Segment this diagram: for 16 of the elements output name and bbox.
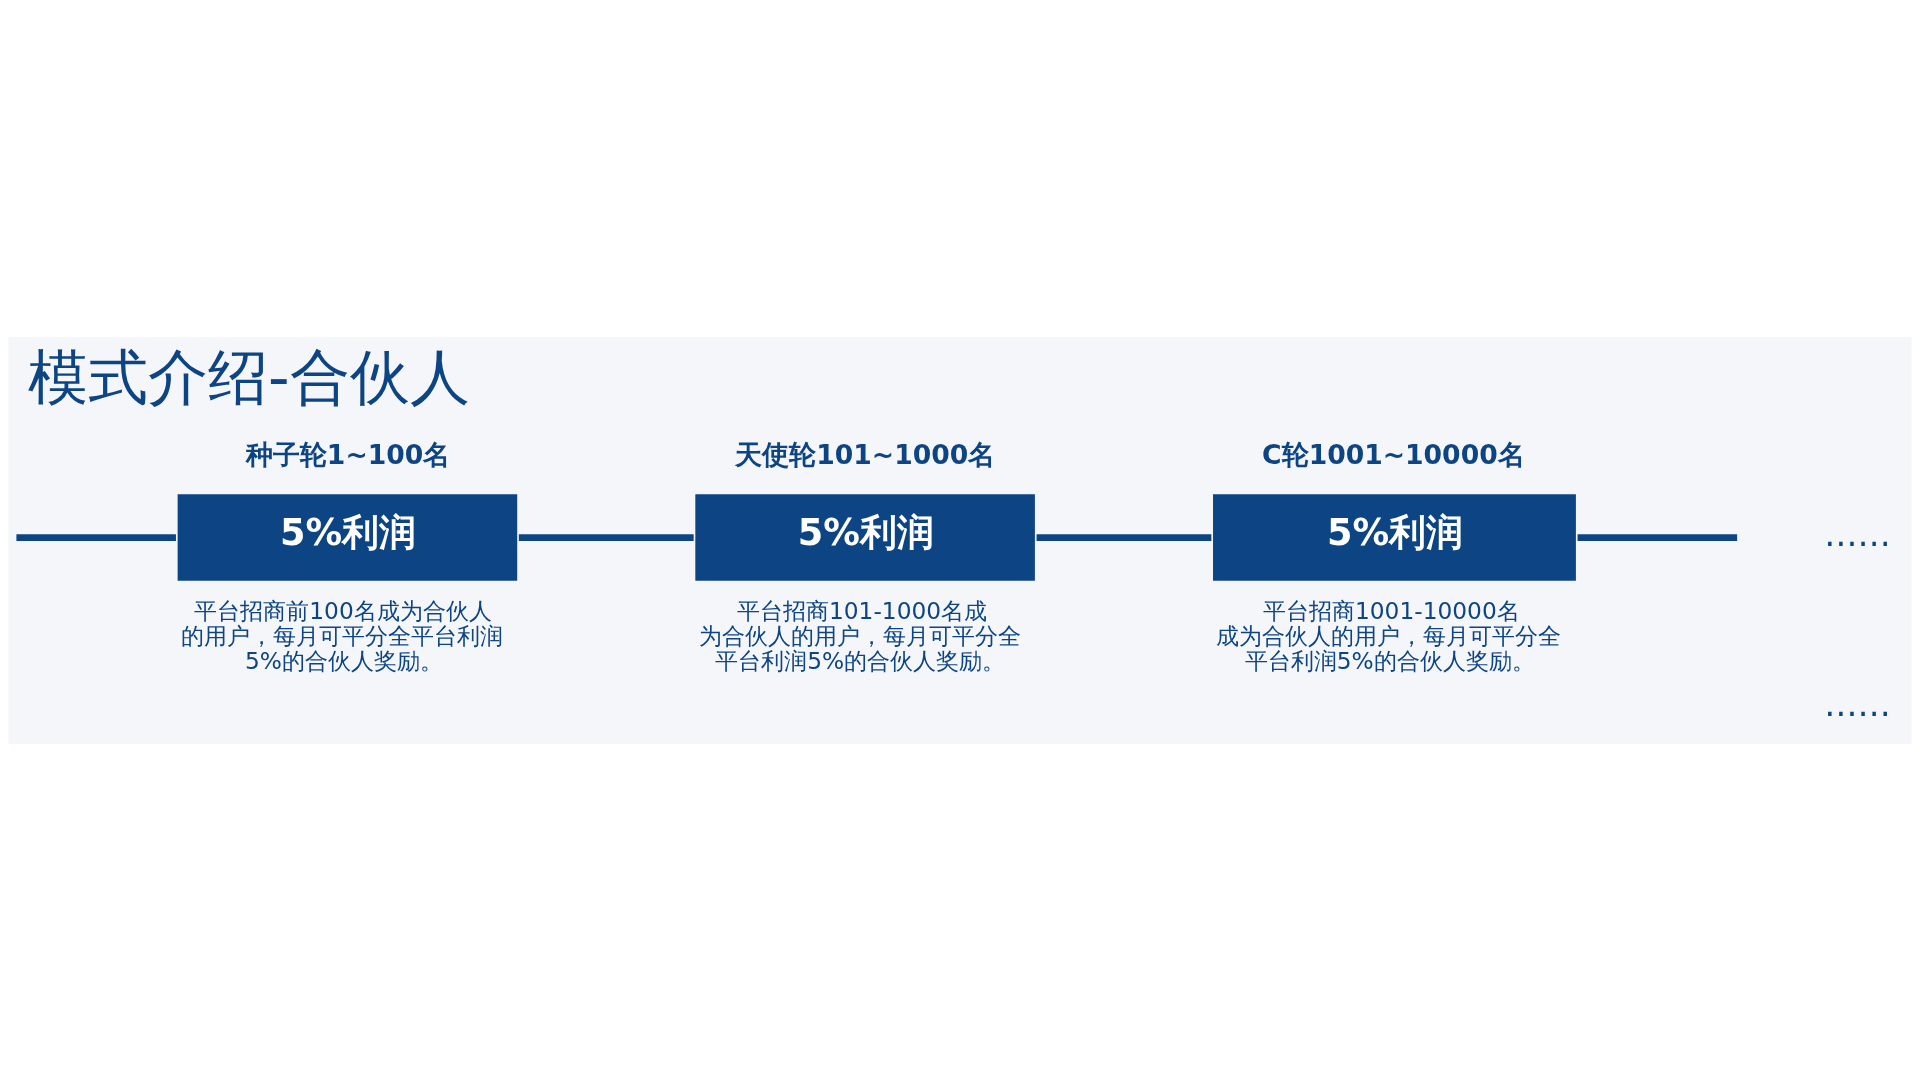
node-label: 种子轮1~100名 bbox=[245, 438, 451, 470]
node-label: 天使轮101~1000名 bbox=[735, 438, 996, 470]
connector bbox=[16, 533, 176, 541]
connector bbox=[1577, 533, 1738, 541]
node-label: 平台招商1001-10000名成为合伙人的用户，每月可平分全平台利润5%的合伙人奖励。 bbox=[1216, 596, 1562, 674]
label: …… bbox=[1824, 684, 1891, 724]
connector bbox=[1036, 533, 1212, 541]
diagram-title: 模式介绍-合伙人 bbox=[28, 341, 470, 412]
node-label: 平台招商前100名成为合伙人的用户，每月可平分全平台利润5%的合伙人奖励。 bbox=[180, 596, 503, 674]
node-label: 平台招商101-1000名成为合伙人的用户，每月可平分全平台利润5%的合伙人奖励。 bbox=[698, 596, 1021, 674]
node-box: 5%利润 bbox=[695, 493, 1035, 581]
node-label: C轮1001~10000名 bbox=[1262, 438, 1525, 470]
connector bbox=[518, 533, 694, 541]
node-box: 5%利润 bbox=[177, 493, 518, 581]
node-box: 5%利润 bbox=[1213, 493, 1576, 581]
label: …… bbox=[1824, 514, 1891, 554]
